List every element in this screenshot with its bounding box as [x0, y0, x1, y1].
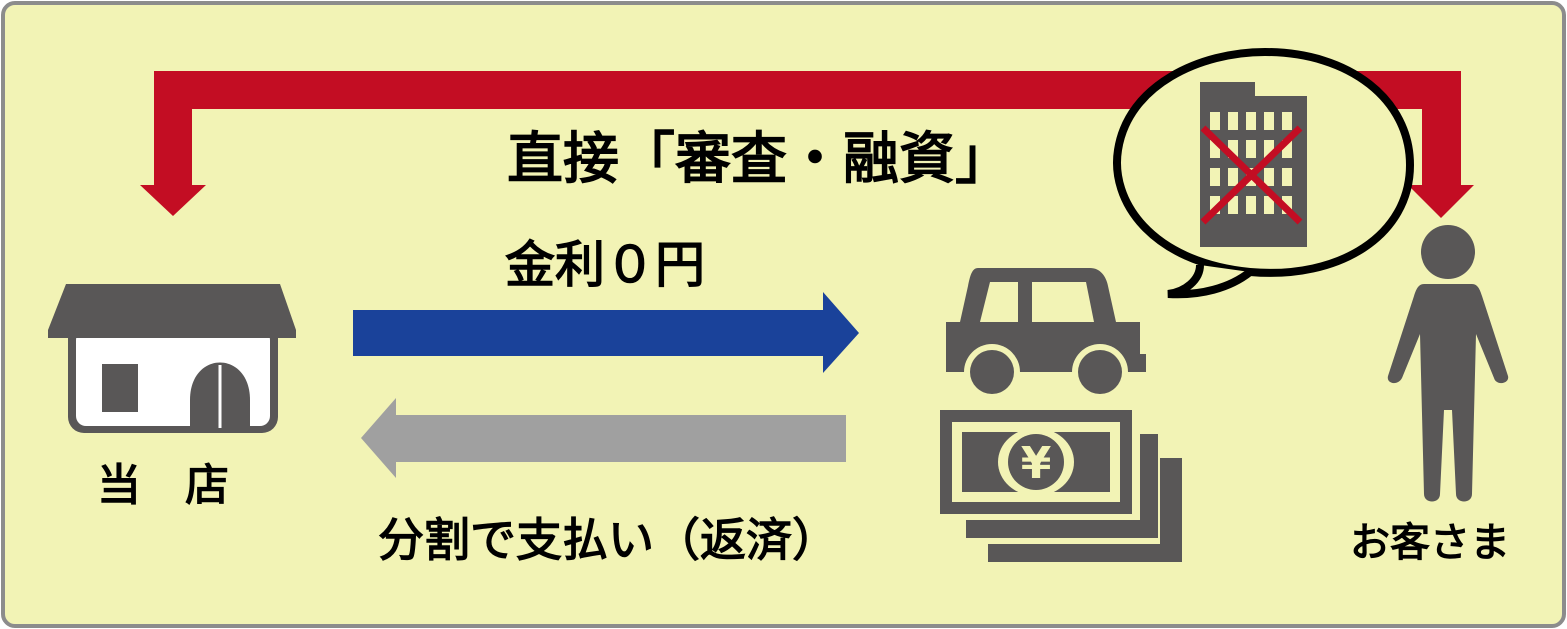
repayment-arrow	[361, 398, 846, 478]
repayment-label: 分割で支払い（返済）	[378, 513, 838, 567]
bank-building-icon	[1200, 82, 1307, 247]
interest-label: 金利０円	[505, 236, 705, 294]
person-icon	[1387, 225, 1509, 502]
svg-text:¥: ¥	[1021, 438, 1052, 489]
car-icon	[946, 268, 1146, 400]
loan-arrow	[353, 292, 859, 373]
money-icon: ¥	[940, 410, 1182, 562]
cross-icon	[1200, 125, 1303, 225]
direct-review-label: 直接「審査・融資」	[507, 127, 1011, 192]
customer-label: お客さま	[1350, 520, 1510, 566]
store-icon	[48, 284, 296, 433]
our-store-label: 当 店	[97, 460, 229, 511]
